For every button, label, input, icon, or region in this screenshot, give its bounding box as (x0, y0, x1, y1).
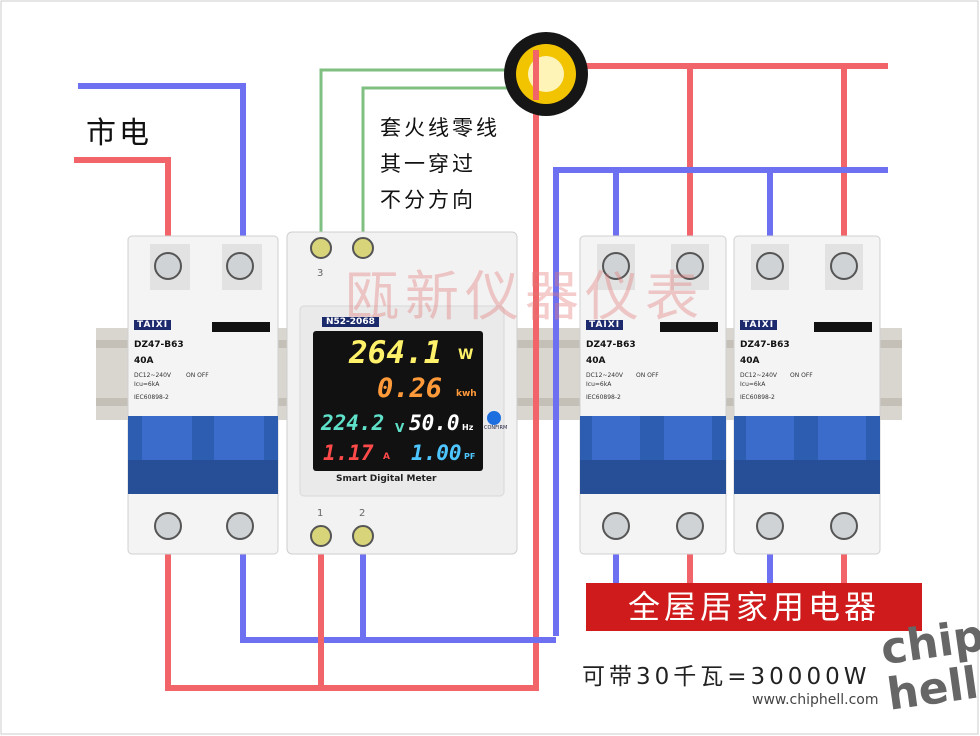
meter-pf-value: 1.00 (411, 441, 462, 465)
meter-frequency-unit: Hz (462, 423, 474, 432)
breaker-3-spec: DC12~240V (740, 372, 778, 379)
breaker-2-icu: Icu=6kA (586, 381, 612, 388)
watermark: 瓯新仪器仪表 (345, 265, 705, 328)
meter-model: N52-2068 (322, 317, 379, 327)
meter-voltage-value: 224.2 (321, 411, 385, 435)
meter-frequency-value: 50.0 (409, 411, 460, 435)
logo-bottom: hell (884, 657, 980, 721)
power-capacity-text: 可带30千瓦=30000W (582, 664, 871, 690)
confirm-button[interactable] (487, 411, 501, 425)
meter-power-value: 264.1 (349, 335, 443, 371)
breaker-2-standard: IEC60898-2 (586, 394, 621, 401)
breaker-3-rating: 40A (740, 356, 760, 366)
mains-label: 市电 (86, 116, 152, 151)
meter-energy-unit: kwh (456, 389, 477, 399)
breaker-3 (733, 235, 881, 555)
meter-terminal-2: 2 (359, 508, 366, 519)
breaker-2 (579, 235, 727, 555)
ct-note-line-1: 套火线零线 (380, 116, 500, 140)
breaker-2-on-off: ON OFF (636, 372, 659, 379)
breaker-1-icu: Icu=6kA (134, 381, 160, 388)
chiphell-logo: chip hell (878, 610, 980, 721)
breaker-1-brand: TAIXI (134, 320, 172, 330)
mains-live-wire (74, 157, 171, 240)
meter-current-value: 1.17 (323, 441, 374, 465)
breaker-3-model: DZ47-B63 (740, 340, 790, 350)
sense-wire-4 (361, 86, 516, 240)
mains-neutral-wire (78, 83, 246, 240)
meter-brand: Smart Digital Meter (336, 474, 437, 484)
neutral-bus (553, 167, 888, 636)
meter-current-unit: A (383, 452, 390, 462)
meter-terminal-3: 3 (317, 268, 324, 279)
meter-terminal-1: 1 (317, 508, 324, 519)
breaker-1-standard: IEC60898-2 (134, 394, 169, 401)
meter-pf-unit: PF (464, 452, 476, 461)
meter-power-unit: W (458, 347, 474, 363)
breaker-3-on-off: ON OFF (790, 372, 813, 379)
site-watermark: www.chiphell.com (752, 692, 879, 708)
meter-voltage-unit: V (395, 421, 405, 435)
breaker-1-spec: DC12~240V (134, 372, 172, 379)
breaker-3-icu: Icu=6kA (740, 381, 766, 388)
confirm-label: CONFIRM (484, 425, 508, 431)
appliances-banner: 全屋居家用电器 (586, 583, 922, 631)
breaker-1-rating: 40A (134, 356, 154, 366)
breaker-3-brand: TAIXI (740, 320, 778, 330)
ct-note-line-3: 不分方向 (380, 188, 476, 212)
breaker1-live-out (165, 550, 539, 691)
breaker-1-on-off: ON OFF (186, 372, 209, 379)
breaker-2-model: DZ47-B63 (586, 340, 636, 350)
breaker-3-standard: IEC60898-2 (740, 394, 775, 401)
meter-display: 264.1 W 0.26 kwh 224.2 V 50.0 Hz 1.17 A … (313, 331, 483, 471)
breaker-1 (127, 235, 279, 555)
ct-note-line-2: 其一穿过 (380, 152, 476, 176)
breaker-2-rating: 40A (586, 356, 606, 366)
meter-energy-value: 0.26 (377, 373, 443, 404)
breaker-2-brand: TAIXI (586, 320, 624, 330)
breaker-2-spec: DC12~240V (586, 372, 624, 379)
breaker1-neutral-out (240, 550, 556, 643)
breaker-1-model: DZ47-B63 (134, 340, 184, 350)
sense-wire-3 (319, 68, 520, 240)
